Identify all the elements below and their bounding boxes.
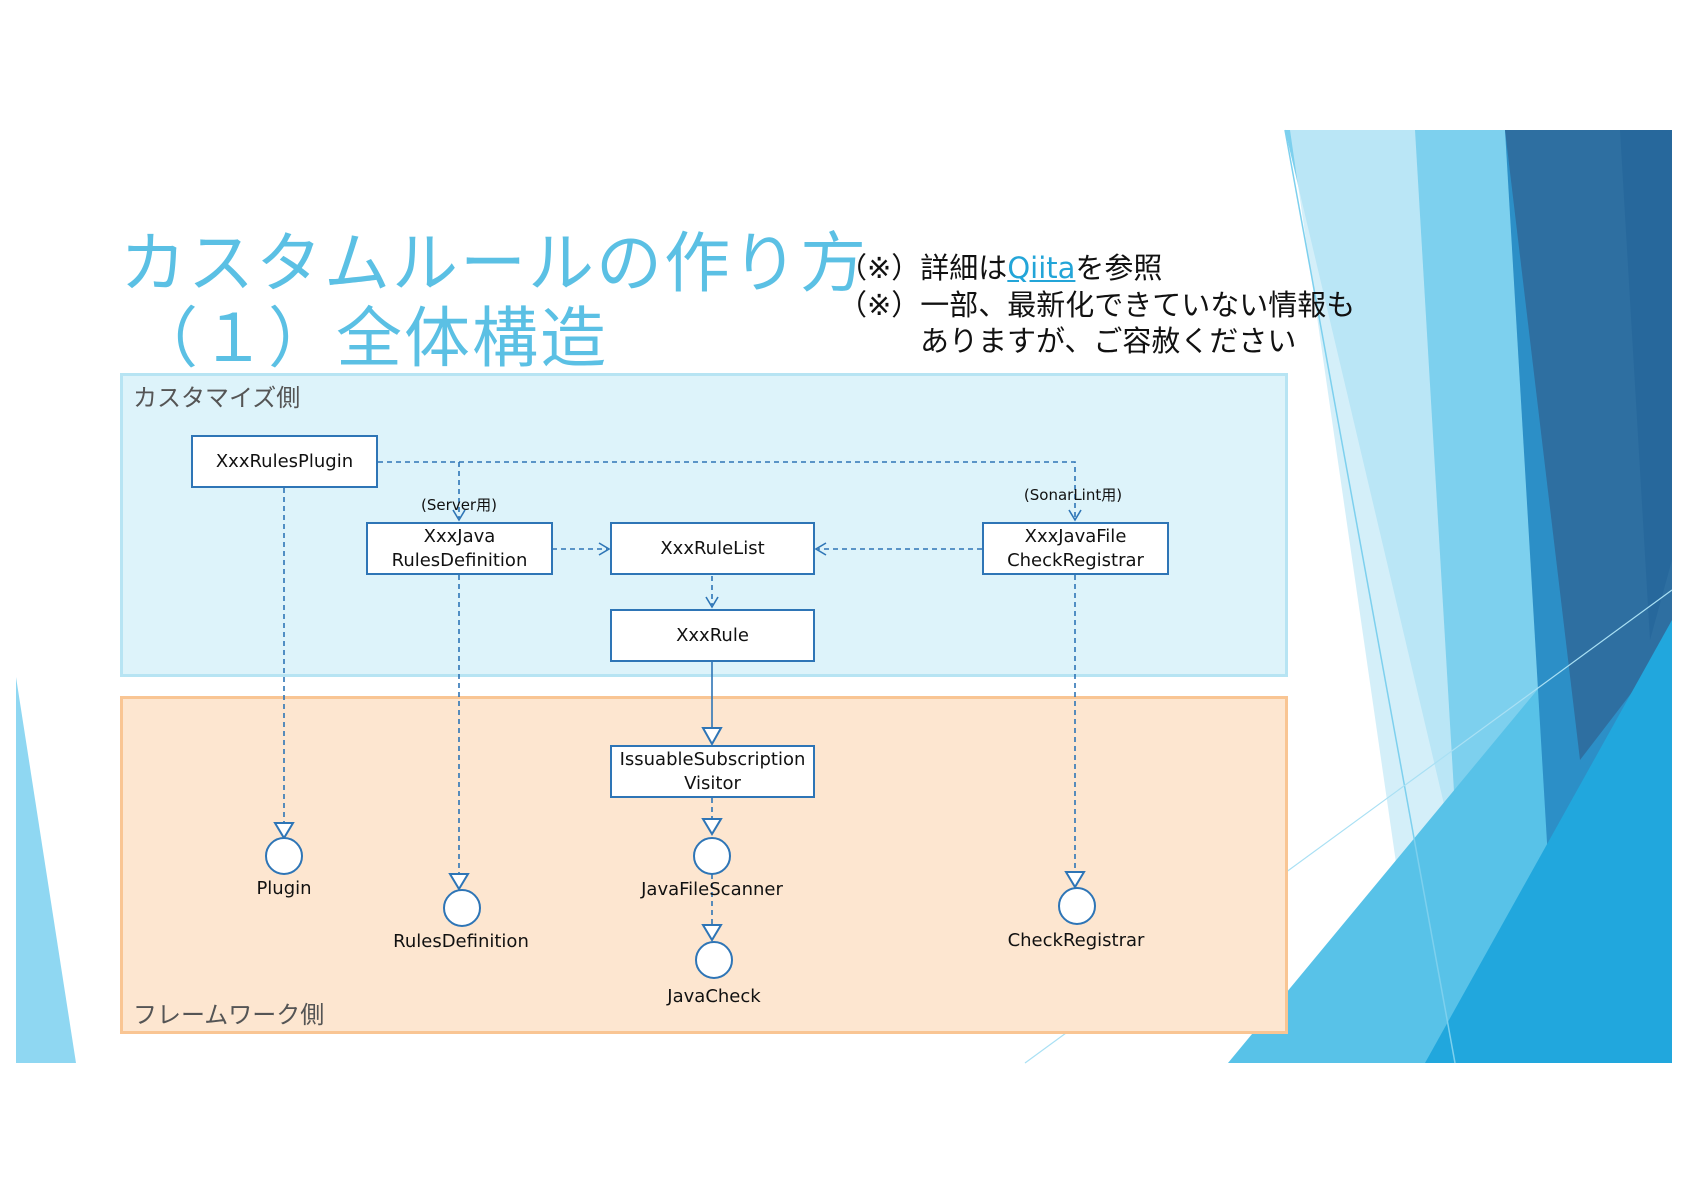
interface-plugin-icon bbox=[265, 837, 303, 875]
qiita-link[interactable]: Qiita bbox=[1007, 251, 1076, 285]
interface-checkregistrar-label: CheckRegistrar bbox=[1007, 930, 1145, 951]
class-xxxjavarulesdefinition: XxxJava RulesDefinition bbox=[366, 522, 553, 575]
note-qiita: （※）詳細はQiitaを参照 bbox=[838, 245, 1162, 287]
right-panel-cyan bbox=[1425, 620, 1672, 1063]
interface-javacheck-label: JavaCheck bbox=[667, 986, 761, 1007]
triangle-head bbox=[448, 873, 470, 891]
arrowhead bbox=[705, 596, 719, 609]
class-label: XxxRule bbox=[676, 624, 749, 646]
interface-plugin-label: Plugin bbox=[256, 878, 312, 899]
sonarlint-annotation: (SonarLint用) bbox=[1023, 486, 1123, 504]
slide-title-line2: （１）全体構造 bbox=[132, 300, 608, 377]
server-annotation: (Server用) bbox=[421, 496, 497, 514]
triangle-head bbox=[701, 727, 723, 747]
right-panel-navy bbox=[1620, 130, 1672, 640]
triangle-head bbox=[1064, 871, 1086, 889]
arrowhead bbox=[452, 509, 466, 522]
class-label: XxxRuleList bbox=[660, 537, 765, 559]
triangle-head bbox=[701, 818, 723, 836]
note-outdated-line1: （※）一部、最新化できていない情報も bbox=[838, 288, 1356, 322]
class-label: XxxRulesPlugin bbox=[215, 450, 354, 472]
arrowhead bbox=[814, 542, 827, 556]
interface-javacheck-icon bbox=[695, 941, 733, 979]
note-outdated-line2: ありますが、ご容赦ください bbox=[920, 324, 1297, 358]
interface-rulesdefinition-icon bbox=[443, 889, 481, 927]
arrowhead bbox=[1068, 509, 1082, 522]
note-suffix: を参照 bbox=[1075, 251, 1163, 285]
class-xxxrulesplugin: XxxRulesPlugin bbox=[191, 435, 378, 488]
triangle-head bbox=[701, 924, 723, 942]
class-label: IssuableSubscription Visitor bbox=[619, 748, 806, 794]
interface-rulesdefinition-label: RulesDefinition bbox=[393, 931, 529, 952]
class-issuablesubscriptionvisitor: IssuableSubscription Visitor bbox=[610, 745, 815, 798]
class-xxxjavafilecheckregistrar: XxxJavaFile CheckRegistrar bbox=[982, 522, 1169, 575]
interface-javafilescanner-icon bbox=[693, 837, 731, 875]
note-prefix: （※）詳細は bbox=[838, 251, 1008, 285]
class-xxxrulelist: XxxRuleList bbox=[610, 522, 815, 575]
dependency-plugin-to-checkregistrar bbox=[459, 461, 1076, 518]
slide-title-line1: カスタムルールの作り方 bbox=[120, 225, 868, 302]
class-label: XxxJavaFile CheckRegistrar bbox=[1007, 525, 1144, 571]
arrowhead bbox=[598, 542, 611, 556]
framework-region-label: フレームワーク側 bbox=[133, 1001, 325, 1029]
class-xxxrule: XxxRule bbox=[610, 609, 815, 662]
customization-region-label: カスタマイズ側 bbox=[133, 384, 301, 412]
interface-javafilescanner-label: JavaFileScanner bbox=[641, 879, 783, 900]
decorative-line bbox=[1284, 129, 1456, 1064]
class-label: XxxJava RulesDefinition bbox=[391, 525, 528, 571]
left-accent-triangle bbox=[16, 677, 76, 1063]
interface-checkregistrar-icon bbox=[1058, 887, 1096, 925]
triangle-head bbox=[273, 822, 295, 840]
